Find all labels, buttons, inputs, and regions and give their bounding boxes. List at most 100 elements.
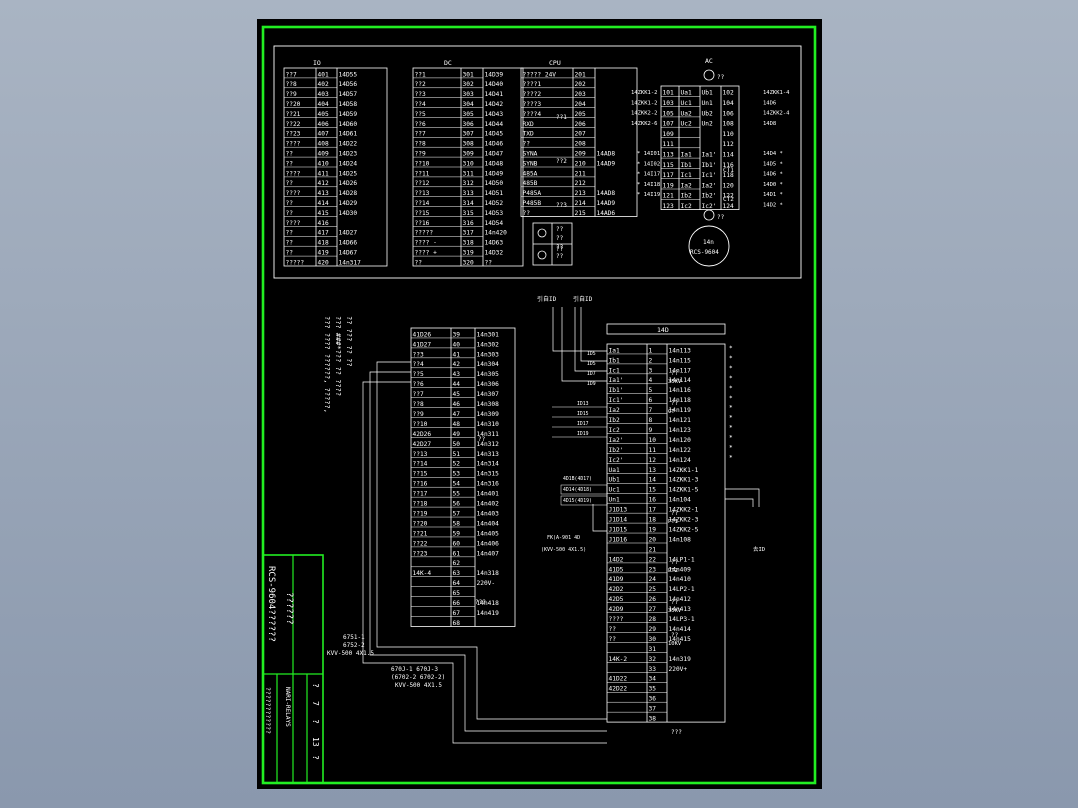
io-table-cell: 14D24: [339, 160, 358, 167]
right-terminal-cell: 4: [649, 377, 653, 384]
cpu-table-cell: ????2: [523, 91, 542, 98]
right-terminal-cell: 35: [649, 686, 657, 693]
right-terminal-header: [606, 323, 726, 335]
ac-grid-cell: Ua1: [681, 90, 692, 97]
cpu-table-cell: ????1: [523, 81, 542, 88]
cpu-table-cell: 485A: [523, 170, 538, 177]
io-table-cell: 14D23: [339, 151, 358, 158]
ac-grid-cell: 111: [663, 141, 674, 148]
io-table-cell: 14D22: [339, 141, 358, 148]
dc-table-cell: 307: [463, 131, 474, 138]
right-terminal-cell: Uc1: [609, 487, 620, 494]
cpu-table-cell: 204: [575, 101, 586, 108]
io-table-cell: 14D27: [339, 230, 358, 237]
left-terminal-cell: 14n301: [477, 331, 500, 338]
wire-tag: ID7: [587, 371, 596, 377]
cpu-table-cell: 207: [575, 131, 586, 138]
ac-star-left-label: * 14I17: [637, 172, 660, 178]
sheet-border: [261, 25, 817, 785]
ac-grid-cell: 109: [663, 131, 674, 138]
ac-right-label: 14ZKK2-4: [763, 111, 790, 117]
left-terminal-cell: 60: [453, 540, 461, 547]
io-table-cell: 409: [318, 151, 329, 158]
pt-tag: 4D1B(4D17): [563, 476, 592, 482]
right-terminal-cell: Ic1: [609, 367, 620, 374]
ac-star-right-label: 14D1 *: [763, 192, 783, 198]
left-terminal-cell: ??7: [413, 391, 424, 398]
io-table-cell: ??: [286, 230, 294, 237]
right-terminal-cell: 42D2: [609, 586, 624, 593]
left-terminal-cell: 14n312: [477, 441, 500, 448]
left-terminal-cell: 55: [453, 491, 461, 498]
ac-title: AC: [705, 57, 713, 65]
left-terminal-cell: 14n402: [477, 501, 500, 508]
io-table-cell: 408: [318, 141, 329, 148]
dc-table-cell: 308: [463, 141, 474, 148]
ac-star-right-label: 14D2 *: [763, 203, 783, 209]
cpu-table-cell: 14AD9: [597, 160, 616, 167]
left-terminal-cell: ??17: [413, 491, 428, 498]
dc-table-cell: ??1: [415, 71, 426, 78]
right-terminal-cell: 14ZKK2-5: [669, 526, 699, 533]
right-terminal-cell: 12: [649, 457, 657, 464]
dc-table-cell: 312: [463, 180, 474, 187]
dc-table-cell: ??3: [415, 91, 426, 98]
right-terminal-cell: 14n124: [669, 457, 692, 464]
dc-table-cell: 14D42: [485, 101, 504, 108]
ac-grid-cell: 121: [663, 193, 674, 200]
ac-grid-cell: 102: [723, 90, 734, 97]
phase-star: *: [729, 365, 733, 372]
right-terminal-cell: 14n114: [669, 377, 692, 384]
right-terminal-cell: J1D16: [609, 536, 628, 543]
right-group-label: ??: [671, 510, 679, 517]
wire-tag: ID5: [587, 351, 596, 357]
title-left-text: ????????????: [264, 687, 272, 734]
io-table-cell: 411: [318, 170, 329, 177]
ac-star-right-label: 14D6 *: [763, 172, 783, 178]
right-terminal-cell: 34: [649, 676, 657, 683]
pt-tag-box: [560, 495, 608, 506]
wire-tag: ID9: [587, 381, 596, 387]
left-terminal-cell: 42: [453, 361, 461, 368]
title-right-value: ?: [311, 719, 320, 724]
dc-table-cell: 306: [463, 121, 474, 128]
right-terminal-cell: Ic2: [609, 427, 620, 434]
left-terminal-cell: 59: [453, 530, 461, 537]
dc-table-cell: ??11: [415, 170, 430, 177]
cpu-group-label: ??: [556, 246, 564, 253]
right-terminal-cell: ??: [609, 636, 617, 643]
title-right-value: ?: [311, 755, 320, 760]
right-terminal-cell: 14n413: [669, 606, 692, 613]
io-table-cell: ?????: [286, 259, 305, 266]
wire-bundle-a: [376, 361, 607, 720]
left-terminal-cell: 43: [453, 371, 461, 378]
dc-table-cell: 301: [463, 71, 474, 78]
title-device: RCS-9604??????: [266, 566, 276, 642]
ac-grid-cell: 110: [723, 131, 734, 138]
dc-table-cell: 14D47: [485, 151, 504, 158]
right-terminal-cell: 14n115: [669, 357, 692, 364]
left-terminal-cell: 54: [453, 481, 461, 488]
right-group-label: ??: [671, 632, 679, 639]
left-terminal-cell: 41D26: [413, 331, 432, 338]
io-table-cell: 416: [318, 220, 329, 227]
right-terminal-cell: Ib2: [609, 417, 620, 424]
pt-cable-note: (KVV-500 4X1.5): [541, 547, 586, 553]
ac-grid-cell: 116: [723, 162, 734, 169]
dc-table-cell: 14D48: [485, 160, 504, 167]
ac-star-left-label: * 14I01: [637, 151, 660, 157]
right-terminal-cell: 31: [649, 646, 657, 653]
phase-star: *: [729, 454, 733, 461]
pt-tag: 4D14(4D18): [563, 487, 592, 493]
ac-grid-cell: Ic1: [681, 172, 692, 179]
io-table-cell: 14D61: [339, 131, 358, 138]
phase-star: *: [729, 415, 733, 422]
io-table-cell: 14D59: [339, 111, 358, 118]
cpu-table-cell: P485A: [523, 190, 542, 197]
right-terminal-cell: Ic2': [609, 457, 624, 464]
ac-grid-cell: 103: [663, 100, 674, 107]
io-table-cell: ??: [286, 210, 294, 217]
left-terminal-cell: 14n307: [477, 391, 500, 398]
ac-grid-cell: 106: [723, 110, 734, 117]
right-terminal-cell: 6: [649, 397, 653, 404]
